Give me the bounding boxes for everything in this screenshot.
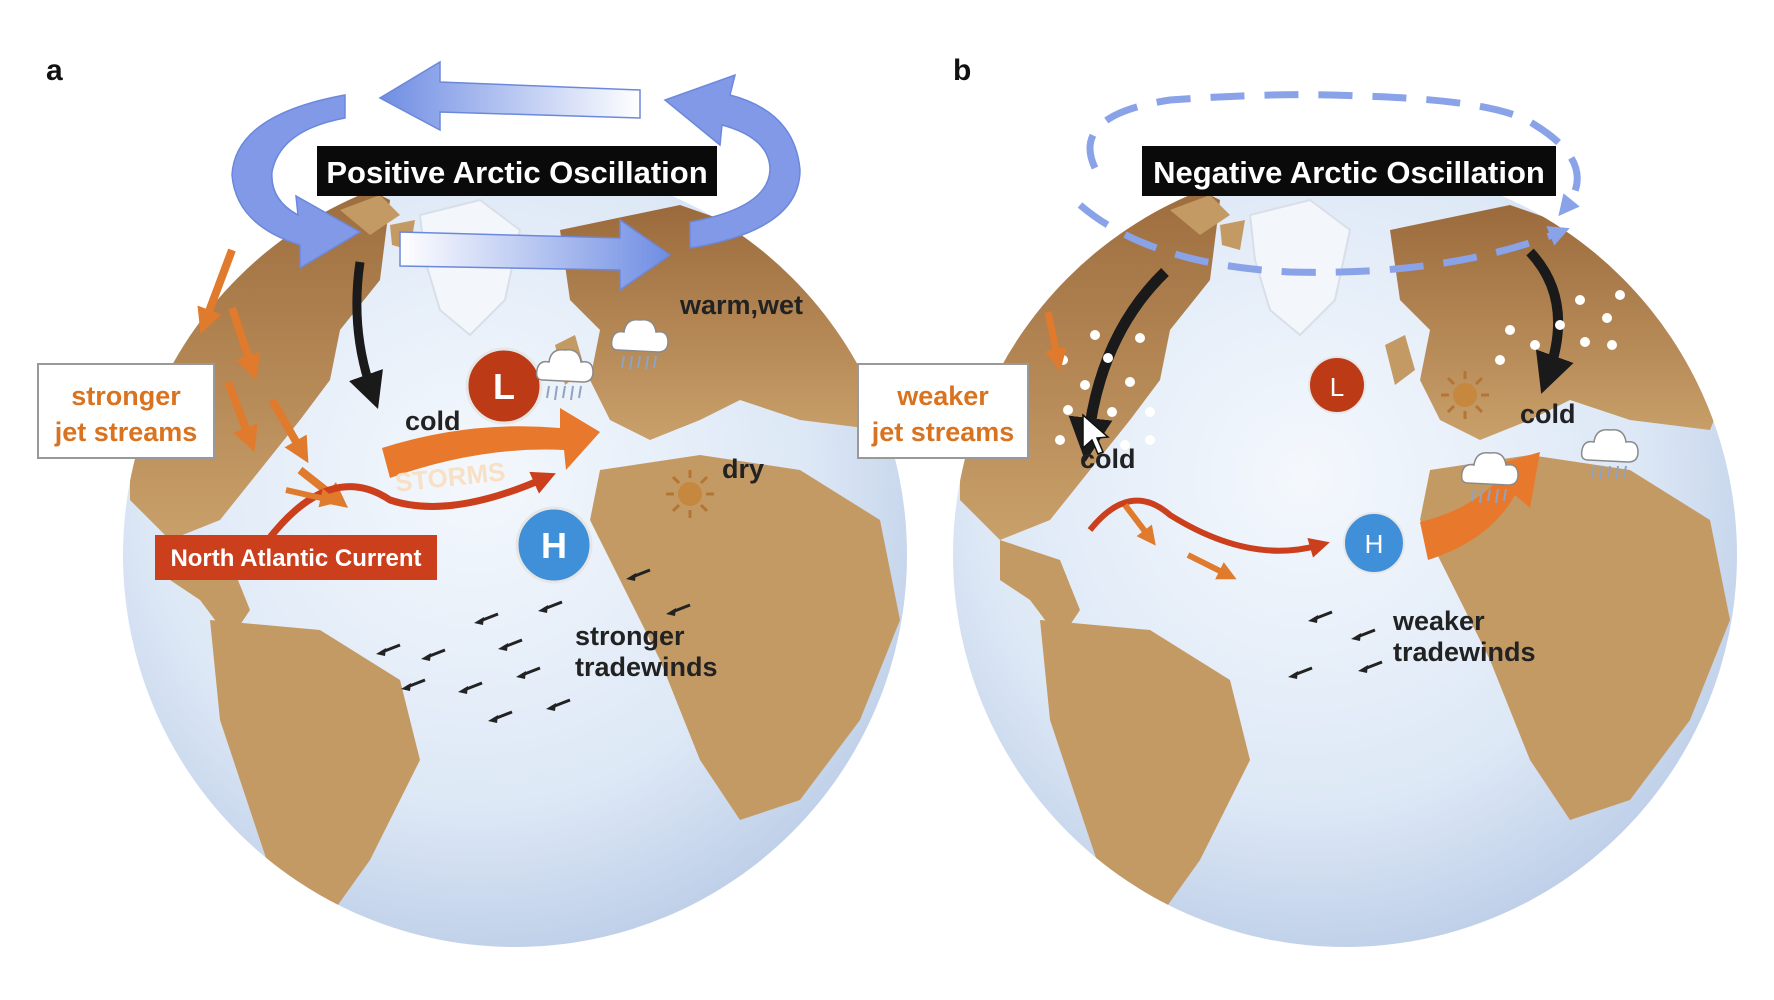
low-label-b: L <box>1330 372 1344 402</box>
high-label-a: H <box>541 525 567 566</box>
jet-label-line1-a: stronger <box>71 381 181 411</box>
snowflake-dot <box>1107 407 1117 417</box>
snowflake-dot <box>1607 340 1617 350</box>
snowflake-dot <box>1103 353 1113 363</box>
snowflake-dot <box>1125 377 1135 387</box>
cold-label-east: cold <box>1520 399 1576 429</box>
panel-a: a Posi <box>38 54 907 947</box>
snowflake-dot <box>1615 290 1625 300</box>
snowflake-dot <box>1495 355 1505 365</box>
snowflake-dot <box>1080 380 1090 390</box>
jet-label-line1-b: weaker <box>896 381 989 411</box>
snowflake-dot <box>1135 333 1145 343</box>
cold-label-west: cold <box>1080 444 1136 474</box>
sun-icon <box>1441 371 1489 419</box>
tradewinds-line2-b: tradewinds <box>1393 637 1536 667</box>
panel-title-b: Negative Arctic Oscillation <box>1153 155 1545 190</box>
panel-b: b Negative Arctic Oscillation <box>858 54 1737 947</box>
jet-label-line2-b: jet streams <box>871 417 1015 447</box>
low-label-a: L <box>493 366 515 407</box>
snowflake-dot <box>1505 325 1515 335</box>
snowflake-dot <box>1145 407 1155 417</box>
panel-letter-a: a <box>46 54 63 87</box>
tradewinds-line2-a: tradewinds <box>575 652 718 682</box>
snowflake-dot <box>1580 337 1590 347</box>
high-label-b: H <box>1365 529 1384 559</box>
warm-wet-label: warm,wet <box>679 290 803 320</box>
snowflake-dot <box>1530 340 1540 350</box>
snowflake-dot <box>1602 313 1612 323</box>
tradewinds-line1-b: weaker <box>1392 606 1485 636</box>
tradewinds-line1-a: stronger <box>575 621 685 651</box>
jet-label-line2-a: jet streams <box>54 417 198 447</box>
snowflake-dot <box>1555 320 1565 330</box>
snowflake-dot <box>1575 295 1585 305</box>
dry-label: dry <box>722 454 764 484</box>
snowflake-dot <box>1063 405 1073 415</box>
polar-vortex-arrow <box>380 62 640 130</box>
snowflake-dot <box>1055 435 1065 445</box>
panel-title-a: Positive Arctic Oscillation <box>326 155 707 190</box>
current-label: North Atlantic Current <box>170 545 421 572</box>
snowflake-dot <box>1145 435 1155 445</box>
panel-letter-b: b <box>953 54 971 87</box>
cold-label-a: cold <box>405 406 461 436</box>
sun-icon <box>666 470 714 518</box>
snowflake-dot <box>1090 330 1100 340</box>
